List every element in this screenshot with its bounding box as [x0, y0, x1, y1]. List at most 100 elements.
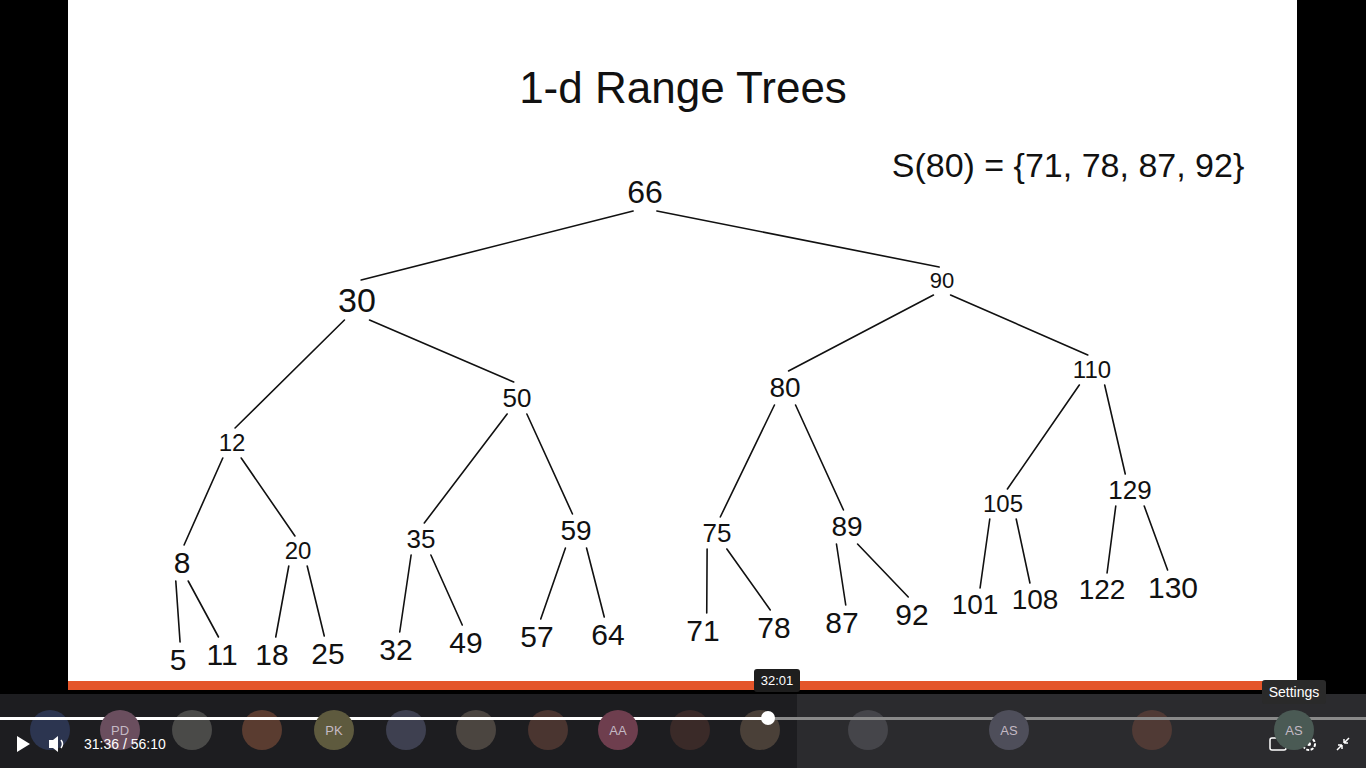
- tree-edge: [527, 414, 573, 514]
- node-key: 11: [206, 640, 237, 670]
- tree-edge: [1107, 506, 1116, 573]
- participant-avatars: [30, 710, 1172, 750]
- tooltip-box: 32:01: [754, 669, 801, 692]
- tooltip-box: Settings: [1262, 680, 1327, 704]
- tree-node: 30: [336, 282, 378, 318]
- avatar-initials: AA: [609, 724, 626, 737]
- avatar-photo: [528, 710, 568, 750]
- tree-node: 89: [829, 512, 864, 542]
- node-key: 130: [1148, 573, 1198, 603]
- slide-annotation: S(80) = {71, 78, 87, 92}: [892, 148, 1245, 182]
- tree-node: 11: [204, 639, 239, 671]
- tree-edge: [706, 549, 708, 613]
- tree-node: 32: [377, 634, 414, 666]
- tree-edge: [980, 519, 990, 588]
- node-key: 66: [627, 176, 663, 208]
- node-key: 59: [560, 517, 591, 545]
- play-icon: [17, 736, 30, 752]
- tree-node: 25: [309, 638, 346, 670]
- tooltip-text: Settings: [1269, 685, 1320, 699]
- tree-node: 92: [893, 599, 930, 631]
- tree-node: 59: [558, 516, 593, 546]
- avatar-photo: [172, 710, 212, 750]
- slide-title: 1-d Range Trees: [519, 66, 847, 110]
- tree-node: 64: [589, 619, 626, 651]
- avatar-initials: PD: [111, 724, 129, 737]
- tree-edge: [541, 548, 566, 619]
- node-key: 101: [952, 591, 999, 619]
- tree-node: 8: [172, 547, 193, 579]
- node-key: 122: [1079, 576, 1126, 604]
- avatar-initials: AS: [1000, 724, 1017, 737]
- tree-node: 50: [501, 384, 534, 412]
- tree-node: 57: [518, 621, 555, 653]
- tree-edge: [727, 549, 770, 610]
- tree-node: 108: [1010, 585, 1061, 615]
- tree-edge: [720, 405, 774, 517]
- node-key: 30: [338, 283, 376, 317]
- tree-node: 105: [981, 491, 1025, 517]
- tree-edge: [1007, 385, 1079, 489]
- tree-node: 35: [405, 525, 438, 553]
- tree-node: 20: [283, 538, 314, 564]
- node-key: 108: [1012, 586, 1059, 614]
- progress-knob: [761, 711, 775, 725]
- tree-node: 129: [1106, 476, 1153, 504]
- avatar-photo: [740, 710, 780, 750]
- node-key: 105: [983, 492, 1023, 516]
- tree-edge: [657, 211, 939, 267]
- tree-node: 110: [1071, 357, 1113, 383]
- participant-avatar: AS: [1274, 710, 1314, 750]
- tree-edge: [789, 295, 934, 371]
- tree-node: 80: [767, 373, 802, 403]
- node-key: 75: [703, 520, 732, 546]
- tree-edge: [858, 544, 909, 597]
- tree-node: 5: [168, 644, 189, 676]
- tree-node: 66: [625, 175, 665, 209]
- avatar-photo: [242, 710, 282, 750]
- node-key: 5: [170, 645, 187, 675]
- tooltip-text: 32:01: [761, 674, 794, 687]
- node-key: 49: [449, 628, 482, 658]
- slide-background: [68, 0, 1297, 682]
- node-key: 71: [686, 616, 719, 646]
- tree-edge: [400, 555, 411, 632]
- avatar-photo: [456, 710, 496, 750]
- node-key: 32: [379, 635, 412, 665]
- tree-edge: [796, 405, 844, 510]
- tree-node: 101: [950, 590, 1001, 620]
- node-key: 12: [219, 431, 246, 455]
- tree-edge: [424, 414, 507, 523]
- tree-edge: [1144, 506, 1167, 570]
- tree-edge: [184, 458, 223, 545]
- node-key: 89: [831, 513, 862, 541]
- tree-edge: [276, 566, 289, 637]
- node-key: 57: [520, 622, 553, 652]
- node-key: 129: [1108, 477, 1151, 503]
- tree-node: 12: [217, 430, 248, 456]
- node-key: 87: [825, 608, 858, 638]
- node-key: 90: [930, 270, 954, 292]
- node-key: 78: [757, 613, 790, 643]
- tree-node: 122: [1077, 575, 1128, 605]
- tree-node: 87: [823, 607, 860, 639]
- time-readout: 31:36 / 56:10: [84, 737, 166, 751]
- avatar-initials: AS: [1285, 724, 1302, 737]
- node-key: 25: [311, 639, 344, 669]
- tree-node: 130: [1146, 572, 1200, 604]
- node-key: 18: [255, 640, 288, 670]
- node-key: 35: [407, 526, 436, 552]
- participant-avatar: AS: [989, 710, 1029, 750]
- avatar-photo: [386, 710, 426, 750]
- node-key: 80: [769, 374, 800, 402]
- tree-node: 78: [755, 612, 792, 644]
- avatar-photo: [1132, 710, 1172, 750]
- tree-edge: [1016, 519, 1030, 583]
- tree-edge: [1105, 385, 1126, 474]
- avatar-photo: [848, 710, 888, 750]
- tree-edge: [235, 320, 344, 428]
- volume-wave: [61, 740, 63, 748]
- tree-node: 49: [447, 627, 484, 659]
